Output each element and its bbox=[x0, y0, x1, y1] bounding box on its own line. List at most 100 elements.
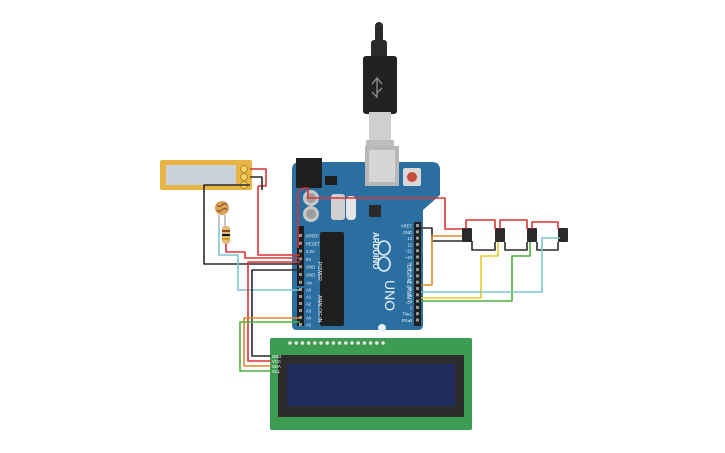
digital-pin-label: GND bbox=[403, 230, 412, 235]
lcd-header-hole bbox=[381, 341, 385, 345]
analog-pin-label: A0 bbox=[306, 288, 312, 293]
digital-pin-label: 4 bbox=[410, 293, 413, 298]
digital-pin[interactable] bbox=[416, 287, 419, 290]
analog-pin-label: A3 bbox=[306, 309, 312, 314]
digital-pin-label: 8 bbox=[410, 268, 413, 273]
digital-pin[interactable] bbox=[416, 280, 419, 284]
digital-pin-label: ~3 bbox=[407, 299, 412, 304]
lcd-pin-label: GND bbox=[272, 354, 281, 359]
lcd-header-hole bbox=[300, 341, 305, 345]
board-model: UNO bbox=[382, 280, 398, 311]
digital-pin-label: RX◂0 bbox=[402, 318, 413, 323]
digital-pin[interactable] bbox=[416, 236, 419, 240]
power-pin[interactable] bbox=[299, 241, 302, 245]
digital-pin[interactable] bbox=[416, 230, 419, 234]
lcd-header-hole bbox=[344, 341, 348, 345]
lcd-pin-label: VCC bbox=[272, 359, 281, 364]
analog-header bbox=[297, 288, 304, 326]
power-pin-label: GND bbox=[306, 265, 315, 270]
lcd-header-hole bbox=[306, 341, 311, 345]
wires bbox=[203, 168, 560, 372]
atmega-chip bbox=[320, 232, 344, 326]
lcd-header-hole bbox=[331, 341, 336, 345]
analog-pin-label: A1 bbox=[306, 295, 312, 300]
arduino-logo bbox=[377, 240, 391, 272]
digital-pin-label: ~10 bbox=[405, 255, 413, 260]
lcd-header-hole bbox=[313, 341, 317, 345]
lcd-screen bbox=[287, 364, 455, 406]
lcd-pin-label: SCL bbox=[272, 369, 281, 374]
pushbutton-icon[interactable] bbox=[462, 228, 568, 242]
analog-pin[interactable] bbox=[299, 316, 302, 319]
lcd-pin-label: SDA bbox=[272, 364, 281, 369]
digital-pin[interactable] bbox=[416, 224, 419, 227]
lcd-header-hole bbox=[294, 341, 299, 345]
power-pin[interactable] bbox=[299, 234, 302, 237]
lcd-header-hole bbox=[288, 341, 292, 345]
digital-pin-label: 2 bbox=[410, 305, 413, 310]
analog-pin[interactable] bbox=[299, 302, 302, 305]
digital-pin[interactable] bbox=[416, 268, 419, 272]
reset-button-icon[interactable] bbox=[403, 168, 421, 186]
digital-pin[interactable] bbox=[416, 312, 419, 316]
digital-pin-label: ~9 bbox=[407, 261, 412, 266]
lcd-header-hole bbox=[350, 341, 354, 345]
analog-pin-label: A4 bbox=[306, 316, 312, 321]
digital-pin-label: 13 bbox=[407, 236, 412, 241]
analog-pin[interactable] bbox=[299, 295, 302, 298]
resistor-icon[interactable] bbox=[222, 226, 230, 244]
arduino-uno-board[interactable]: ARDUINO UNO POWER ANALOG IN DIGITAL (PWM… bbox=[292, 146, 440, 332]
digital-pin-label: AREF bbox=[401, 224, 413, 229]
digital-pin[interactable] bbox=[416, 255, 419, 259]
digital-pin-label: 12 bbox=[407, 242, 412, 247]
lcd-header-hole bbox=[362, 341, 367, 345]
power-pin[interactable] bbox=[299, 280, 302, 284]
power-pin[interactable] bbox=[299, 249, 302, 253]
light-sensor-icon[interactable] bbox=[160, 160, 252, 190]
power-pin-label: RESET bbox=[306, 241, 320, 246]
photoresistor-icon[interactable] bbox=[215, 201, 229, 226]
digital-pin-label: 7 bbox=[410, 274, 413, 279]
power-pin-label: GND bbox=[306, 273, 315, 278]
analog-pin-label: A2 bbox=[306, 302, 312, 307]
analog-section-label: ANALOG IN bbox=[316, 295, 322, 323]
analog-pin-label: A5 bbox=[306, 323, 312, 328]
power-pin-label: IOREF bbox=[306, 234, 319, 239]
power-jack bbox=[296, 158, 322, 188]
digital-pin-label: ~6 bbox=[407, 280, 412, 285]
analog-pin[interactable] bbox=[299, 323, 302, 326]
digital-pin[interactable] bbox=[416, 305, 419, 309]
analog-pin[interactable] bbox=[299, 309, 302, 312]
digital-pin[interactable] bbox=[416, 274, 419, 278]
digital-section-label: DIGITAL (PWM~) bbox=[405, 265, 411, 304]
board-brand: ARDUINO bbox=[371, 232, 380, 269]
power-pin-label: 3.3V bbox=[306, 249, 315, 254]
lcd-header-hole bbox=[368, 341, 373, 345]
lcd-header-hole bbox=[325, 341, 330, 345]
digital-pin-label: ~5 bbox=[407, 287, 412, 292]
lcd-header-hole bbox=[319, 341, 323, 345]
digital-header bbox=[414, 222, 421, 326]
power-pin[interactable] bbox=[299, 273, 302, 276]
power-header bbox=[297, 226, 304, 286]
power-pin-label: 5V bbox=[306, 257, 311, 262]
digital-pin[interactable] bbox=[416, 299, 419, 303]
digital-pin-label: TX▸1 bbox=[402, 312, 412, 317]
lcd-header-hole bbox=[375, 341, 379, 345]
usb-cable-icon[interactable] bbox=[363, 22, 397, 146]
digital-pin[interactable] bbox=[416, 242, 419, 246]
lcd-header-hole bbox=[356, 341, 361, 345]
analog-pin[interactable] bbox=[299, 288, 302, 291]
lcd-header-hole bbox=[337, 341, 342, 345]
digital-pin-label: ~11 bbox=[405, 249, 412, 254]
power-pin[interactable] bbox=[299, 257, 302, 261]
digital-pin[interactable] bbox=[416, 249, 419, 253]
digital-pin[interactable] bbox=[416, 261, 419, 265]
digital-pin[interactable] bbox=[416, 293, 419, 297]
power-pin[interactable] bbox=[299, 265, 302, 269]
power-pin-label: Vin bbox=[306, 280, 313, 285]
digital-pin[interactable] bbox=[416, 318, 419, 322]
power-section-label: POWER bbox=[316, 262, 322, 281]
